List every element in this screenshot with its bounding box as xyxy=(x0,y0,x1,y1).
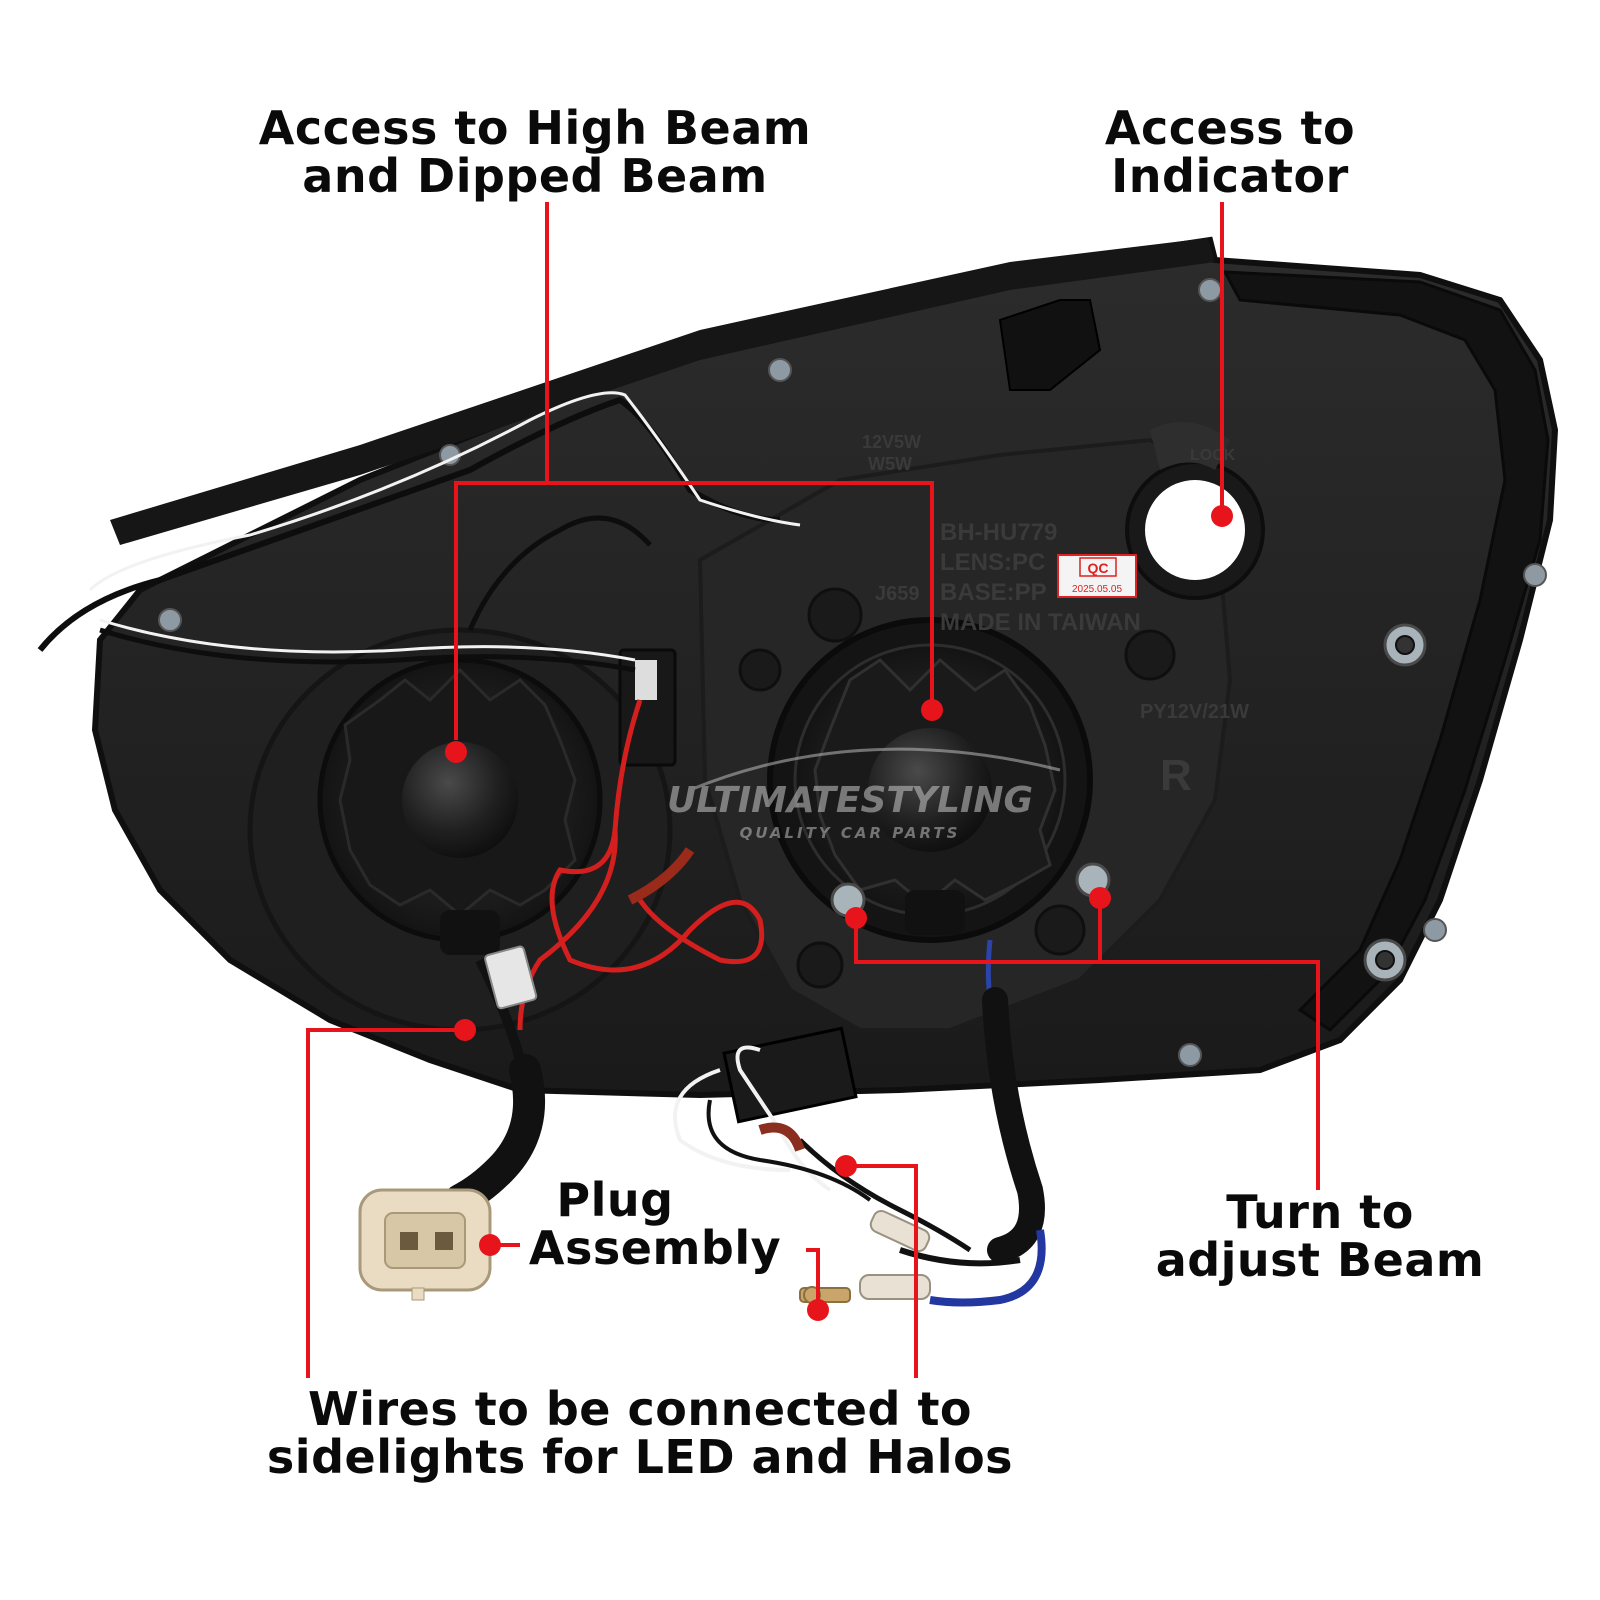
callout-adjust-line2: adjust Beam xyxy=(1155,1233,1485,1287)
part-number-marking: BH-HU779 xyxy=(940,519,1057,546)
plug-assembly-wires[interactable] xyxy=(673,1026,972,1304)
plug-harness xyxy=(358,945,546,1301)
sidelight-spec2-marking: W5W xyxy=(868,454,912,474)
code-marking: J659 xyxy=(875,583,920,605)
brand-name: ULTIMATESTYLING xyxy=(667,780,1033,821)
lens-marking: LENS:PC xyxy=(940,549,1045,576)
callout-indicator-line2: Indicator xyxy=(1111,149,1349,203)
callout-high-dipped-line2: and Dipped Beam xyxy=(302,149,768,203)
callout-high-dipped-beam: Access to High Beam and Dipped Beam xyxy=(225,104,845,200)
base-marking: BASE:PP xyxy=(940,579,1047,606)
callout-indicator-line1: Access to xyxy=(1104,101,1356,155)
origin-marking: MADE IN TAIWAN xyxy=(940,609,1141,636)
wire-connector-block xyxy=(618,648,677,767)
callout-indicator: Access to Indicator xyxy=(1080,104,1380,200)
callout-plug-line1: Plug xyxy=(556,1173,674,1227)
brand-tagline: QUALITY CAR PARTS xyxy=(740,824,961,842)
qc-date: 2025.05.05 xyxy=(1072,584,1122,595)
callout-dots xyxy=(445,505,1233,1321)
dipped-beam-cap[interactable] xyxy=(767,617,1093,943)
side-marking: R xyxy=(1160,751,1192,800)
brand-watermark: ULTIMATESTYLING QUALITY CAR PARTS xyxy=(667,747,1061,842)
callout-wires-line2: sidelights for LED and Halos xyxy=(266,1430,1014,1484)
sidelight-wire-loop xyxy=(37,391,801,673)
mounting-screws xyxy=(158,278,1547,1067)
qc-label: QC xyxy=(1088,560,1109,576)
high-beam-cap[interactable] xyxy=(317,657,603,955)
bulb-spec-marking: PY12V/21W xyxy=(1140,701,1249,723)
housing-markings: BH-HU779 LENS:PC BASE:PP MADE IN TAIWAN … xyxy=(862,432,1249,800)
callout-plug-line2: Assembly xyxy=(528,1221,782,1275)
callout-adjust-beam: Turn to adjust Beam xyxy=(1120,1188,1520,1284)
callout-adjust-line1: Turn to xyxy=(1226,1185,1414,1239)
callout-high-dipped-line1: Access to High Beam xyxy=(258,101,812,155)
callout-leader-lines xyxy=(306,202,1320,1378)
callout-sidelight-wires: Wires to be connected to sidelights for … xyxy=(230,1385,1050,1481)
callout-plug-assembly: Plug Assembly xyxy=(510,1176,800,1272)
lock-marking: LOCK xyxy=(1190,447,1236,464)
adjuster-harness xyxy=(899,939,1046,1307)
callout-wires-line1: Wires to be connected to xyxy=(307,1382,973,1436)
sidelight-spec-marking: 12V5W xyxy=(862,432,921,452)
qc-sticker: QC 2025.05.05 xyxy=(1057,554,1137,598)
